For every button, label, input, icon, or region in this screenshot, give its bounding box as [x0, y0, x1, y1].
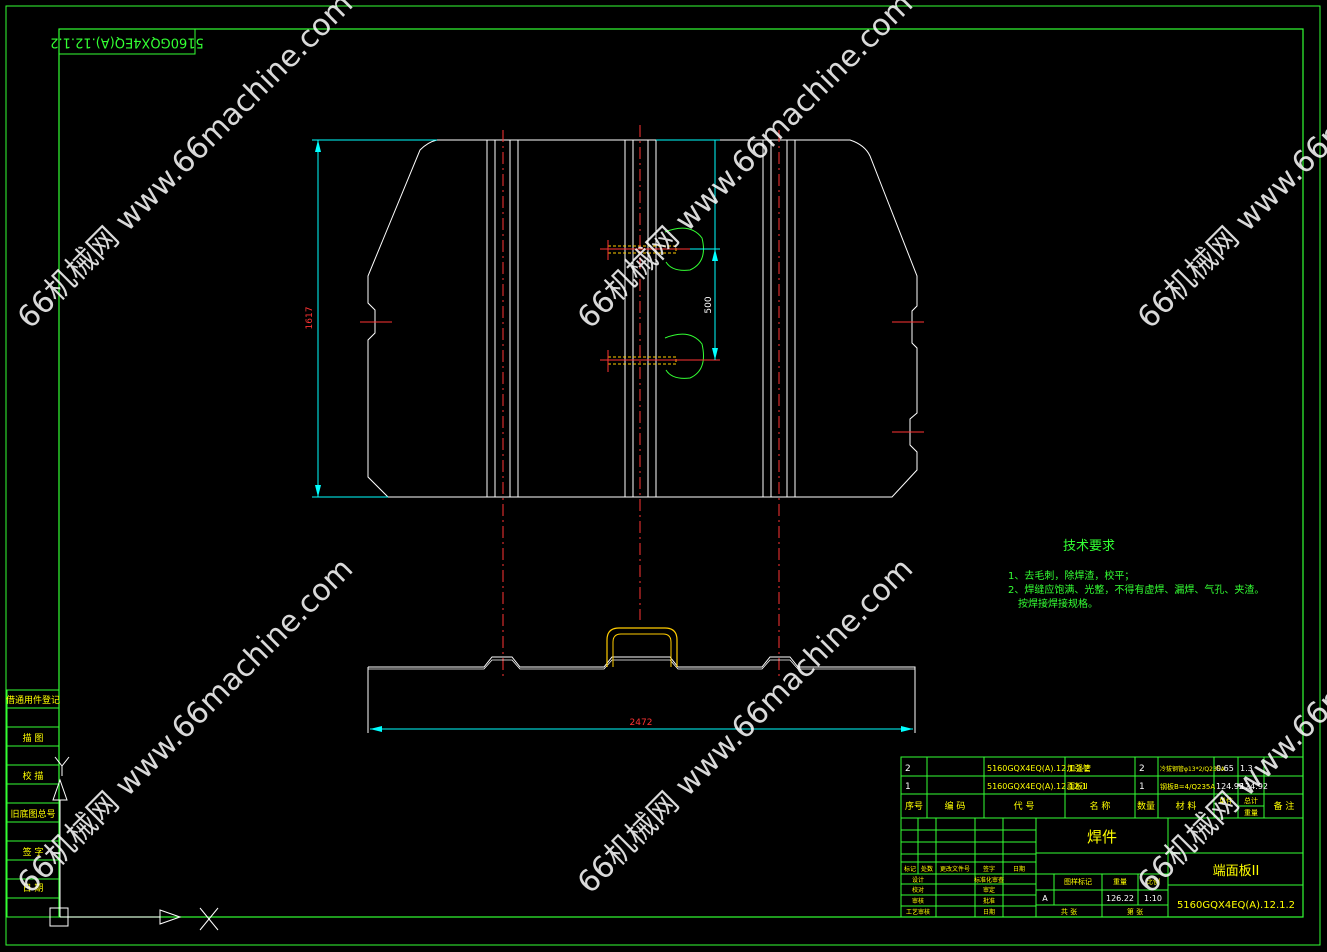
outer-frame: [5, 5, 1321, 946]
bom-h-code: 编 码: [945, 800, 966, 812]
bom-h-total: 总计: [1244, 796, 1258, 805]
stamp-row-3: 校 描: [23, 770, 44, 782]
title-block: [900, 817, 1304, 918]
plate-front-view: [360, 139, 924, 498]
inner-frame: [58, 28, 1304, 918]
stage-header-1: 图样标记: [1064, 877, 1092, 886]
svg-text:2、焊缝应饱满、光整，不得有虚焊、漏焊、气孔、夹渣。: 2、焊缝应饱满、光整，不得有虚焊、漏焊、气孔、夹渣。: [1008, 583, 1264, 596]
svg-text:5160GQX4EQ(A).12.1.2: 5160GQX4EQ(A).12.1.2: [50, 35, 204, 50]
rev-label-1: 标记: [904, 865, 916, 873]
bom-r2-name: 面板II: [1067, 781, 1088, 791]
left-label-3: 审核: [912, 897, 924, 905]
bom-r1-total: 1.3: [1240, 764, 1253, 773]
bom-r1-material: 冷拔钢管φ13*2/Q235A: [1160, 765, 1226, 773]
stamp-row-6: 日 期: [23, 883, 44, 894]
bom-h-weight: 单件: [1219, 796, 1233, 805]
bom-r1-qty: 2: [1139, 764, 1145, 774]
rev-label-3: 更改文件号: [940, 865, 970, 873]
bom-h-qty: 数量: [1137, 800, 1155, 812]
svg-text:500: 500: [704, 296, 714, 313]
svg-text:66机械网 www.66machine.com: 66机械网 www.66machine.com: [571, 551, 920, 900]
rev-label-5: 日期: [1013, 865, 1025, 873]
bom-h-material: 材 料: [1176, 800, 1197, 812]
bom-r2-no: 1: [905, 782, 911, 792]
sheet-no: 第 张: [1127, 907, 1143, 916]
stage-mark: A: [1042, 894, 1048, 903]
bom-h-drawing: 代 号: [1014, 801, 1035, 812]
stage-header-3: 比例: [1146, 877, 1160, 886]
technical-requirements: 技术要求 1、去毛刺，除焊渣，校平； 2、焊缝应饱满、光整，不得有虚焊、漏焊、气…: [1008, 539, 1264, 610]
mid-label-1: 标准化审查: [974, 876, 1004, 884]
dimension-spacing: 500: [656, 139, 720, 360]
left-label-2: 校对: [912, 886, 924, 894]
bom-h-no: 序号: [905, 800, 923, 812]
stamp-row-1: 借通用件登记: [6, 694, 60, 706]
rev-label-2: 处数: [921, 865, 933, 873]
bom-r2-total: 124.92: [1240, 782, 1268, 791]
bom-r1-code: 5160GQX4EQ(A).12.1.2-2: [987, 764, 1089, 773]
svg-text:66机械网 www.66machine.com: 66机械网 www.66machine.com: [571, 0, 920, 336]
part-name: 端面板II: [1213, 864, 1260, 879]
scale-value: 1:10: [1144, 894, 1162, 903]
svg-text:66机械网 www.66machine.com: 66机械网 www.66machine.com: [1131, 0, 1327, 336]
svg-text:66机械网 www.66machine.com: 66机械网 www.66machine.com: [11, 551, 360, 900]
bom-r2-material: 钢板B=4/Q235A: [1160, 782, 1215, 791]
ucs-icon: [49, 756, 219, 931]
bom-r2-code: 5160GQX4EQ(A).12.12-1: [987, 782, 1087, 791]
svg-text:2472: 2472: [630, 718, 653, 728]
rev-label-4: 签字: [983, 865, 995, 873]
left-label-1: 设计: [912, 876, 924, 884]
bom-h-name: 名 称: [1090, 800, 1111, 812]
mid-label-2: 审定: [983, 886, 995, 894]
svg-text:66机械网 www.66machine.com: 66机械网 www.66machine.com: [1131, 551, 1327, 900]
mid-label-3: 批准: [983, 897, 995, 905]
svg-text:技术要求: 技术要求: [1063, 539, 1115, 554]
bom-r1-name: 加强管: [1067, 763, 1091, 773]
part-type: 焊件: [1087, 828, 1117, 846]
stage-header-2: 重量: [1113, 878, 1127, 886]
bom-r1-no: 2: [905, 764, 911, 774]
bom-r2-unit: 124.92: [1216, 782, 1244, 791]
dimension-height: 1617: [305, 139, 437, 498]
bom-r2-qty: 1: [1139, 782, 1145, 792]
svg-text:按焊接焊接规格。: 按焊接焊接规格。: [1018, 597, 1098, 610]
title-drawing-number: 5160GQX4EQ(A).12.1.2: [1177, 900, 1295, 911]
sheet-total: 共 张: [1061, 907, 1077, 916]
center-lines: [502, 125, 780, 680]
svg-text:1、去毛刺，除焊渣，校平；: 1、去毛刺，除焊渣，校平；: [1008, 569, 1134, 582]
bom-h-weight-label: 重量: [1244, 809, 1258, 817]
watermark-layer: 66机械网 www.66machine.com 66机械网 www.66mach…: [11, 0, 1327, 901]
stamp-row-2: 描 图: [23, 732, 44, 744]
weight-value: 126.22: [1106, 894, 1134, 903]
stamp-row-4: 旧底图总号: [10, 808, 55, 820]
left-stamp-column: [6, 689, 60, 918]
svg-text:1617: 1617: [305, 307, 315, 330]
stamp-row-5: 签 字: [23, 846, 44, 858]
bom-r1-unit: 0.65: [1216, 764, 1234, 773]
mid-label-4: 日期: [983, 908, 995, 916]
plate-section-view: 2472: [367, 627, 916, 733]
bom-h-remark: 备 注: [1274, 800, 1295, 812]
left-label-4: 工艺审核: [906, 908, 930, 916]
rotated-drawing-number: 5160GQX4EQ(A).12.1.2: [50, 28, 204, 55]
